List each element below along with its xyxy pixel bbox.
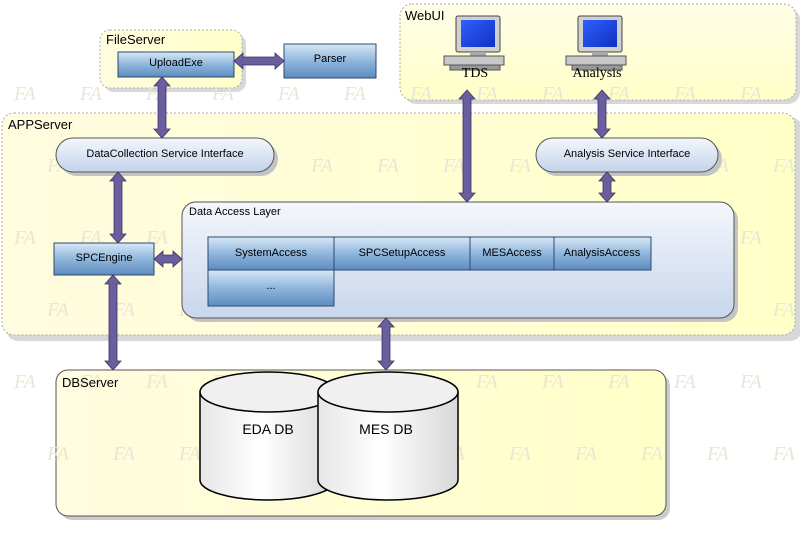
watermark-mark: FA <box>79 83 103 105</box>
watermark-mark: FA <box>772 155 796 177</box>
dataaccess-dbserver-arrow <box>377 317 395 371</box>
watermark-mark: FA <box>13 227 37 249</box>
watermark-mark: FA <box>79 371 103 393</box>
watermark-mark: FA <box>145 371 169 393</box>
spc-engine-label: SPCEngine <box>75 252 133 264</box>
spc-setup-access-label: SPCSetupAccess <box>358 247 446 259</box>
watermark-mark: FA <box>706 443 730 465</box>
file-server-title: FileServer <box>106 32 166 47</box>
spcengine-dbserver-arrow <box>104 274 122 371</box>
watermark-mark: FA <box>508 443 532 465</box>
watermark-mark: FA <box>409 83 433 105</box>
watermark-mark: FA <box>607 371 631 393</box>
webui-title: WebUI <box>405 8 445 23</box>
analysis-service-pill <box>535 137 722 176</box>
data-collection-service-pill <box>55 137 278 176</box>
watermark-mark: FA <box>508 155 532 177</box>
watermark-mark: FA <box>442 155 466 177</box>
upload-datacollection-arrow <box>153 76 171 139</box>
watermark-mark: FA <box>673 83 697 105</box>
watermark-mark: FA <box>739 83 763 105</box>
watermark-mark: FA <box>211 83 235 105</box>
eda-db-label: EDA DB <box>242 421 294 437</box>
watermark-mark: FA <box>640 443 664 465</box>
analysis-service-label: Analysis Service Interface <box>563 148 691 160</box>
watermark-mark: FA <box>574 443 598 465</box>
system-access-label: SystemAccess <box>234 247 308 259</box>
analysis-label: Analysis <box>572 66 622 81</box>
mes-db-label: MES DB <box>359 421 413 437</box>
tds-computer-icon <box>443 15 505 71</box>
watermark-mark: FA <box>277 83 301 105</box>
analysis-service-arrow <box>593 89 611 139</box>
watermark-mark: FA <box>739 227 763 249</box>
watermark-mark: FA <box>343 83 367 105</box>
mes-access-label: MESAccess <box>482 247 542 259</box>
watermark-mark: FA <box>178 443 202 465</box>
db-server-title: DBServer <box>62 375 119 390</box>
analysis-service-dataaccess-arrow <box>598 171 616 203</box>
mes-db-cylinder <box>317 371 459 501</box>
watermark-mark: FA <box>46 299 70 321</box>
access-grid <box>207 236 652 307</box>
watermark-mark: FA <box>46 443 70 465</box>
watermark-mark: FA <box>739 371 763 393</box>
data-access-layer-title: Data Access Layer <box>189 206 281 218</box>
upload-exe-label: UploadExe <box>149 57 203 69</box>
watermark-mark: FA <box>475 371 499 393</box>
watermark-mark: FA <box>673 371 697 393</box>
analysis-computer-icon <box>565 15 627 71</box>
parser-label: Parser <box>313 53 347 65</box>
tds-dataaccess-arrow <box>458 89 476 203</box>
app-server-title: APPServer <box>8 117 73 132</box>
watermark-mark: FA <box>376 155 400 177</box>
eda-db-cylinder <box>199 371 337 501</box>
watermark-mark: FA <box>541 83 565 105</box>
spcengine-dataaccess-arrow <box>153 250 183 268</box>
datacollection-spcengine-arrow <box>109 171 127 244</box>
watermark-mark: FA <box>112 299 136 321</box>
watermark-mark: FA <box>310 155 334 177</box>
more-access-label: ... <box>266 280 276 292</box>
analysis-access-label: AnalysisAccess <box>563 247 641 259</box>
tds-label: TDS <box>461 66 489 81</box>
watermark-mark: FA <box>541 371 565 393</box>
watermark-mark: FA <box>607 83 631 105</box>
watermark-mark: FA <box>112 443 136 465</box>
data-collection-service-label: DataCollection Service Interface <box>86 148 244 160</box>
connector-arrows <box>104 52 616 371</box>
watermark-mark: FA <box>772 299 796 321</box>
watermark-mark: FA <box>475 83 499 105</box>
watermark-mark: FA <box>13 371 37 393</box>
watermark-mark: FA <box>772 443 796 465</box>
watermark-mark: FA <box>13 83 37 105</box>
upload-exe-box <box>117 51 235 78</box>
upload-parser-arrow <box>233 52 285 70</box>
